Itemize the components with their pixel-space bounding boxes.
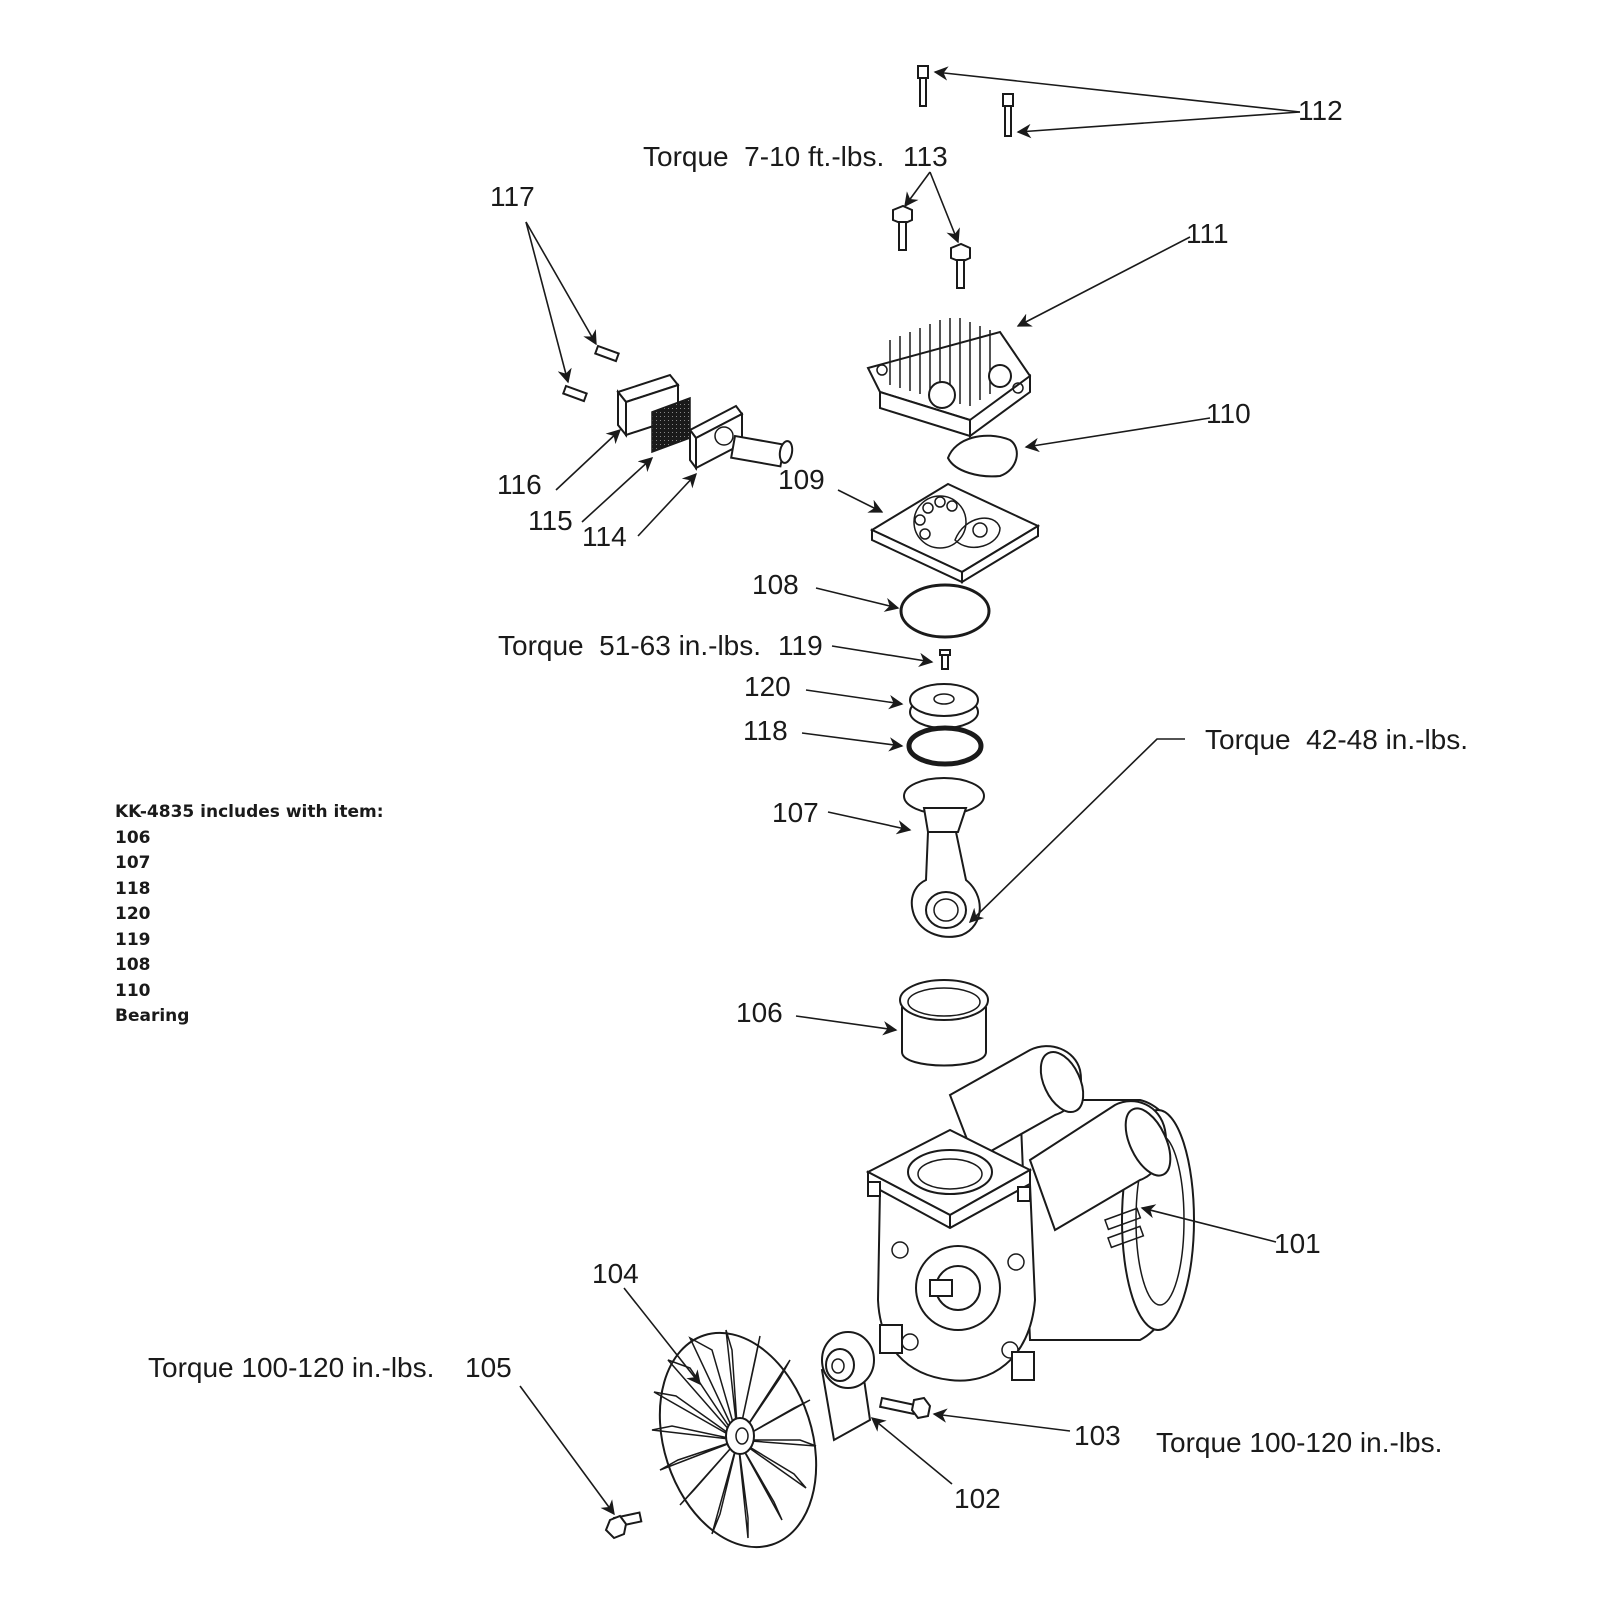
callout-109: 109 <box>778 464 825 495</box>
leader-110 <box>1024 417 1211 453</box>
torque-note-107: Torque 42-48 in.-lbs. <box>1205 724 1468 755</box>
leader-109 <box>837 489 884 513</box>
callout-106: 106 <box>736 997 783 1028</box>
callout-101: 101 <box>1274 1228 1321 1259</box>
callout-118: 118 <box>743 715 788 746</box>
kit-item: 119 <box>115 929 151 950</box>
part-118-ring <box>906 725 984 767</box>
leader-117 <box>525 221 597 384</box>
callout-113: 113 <box>903 141 948 172</box>
part-114-intake <box>688 404 794 471</box>
part-102-bracket <box>820 1331 875 1442</box>
leader-107 <box>827 811 912 835</box>
kit-item: 106 <box>115 827 151 848</box>
part-117-screws <box>561 344 620 403</box>
callout-119: 119 <box>778 630 823 661</box>
kit-item: 108 <box>115 955 151 975</box>
leader-105 <box>519 1385 615 1516</box>
kit-item: Bearing <box>115 1006 190 1026</box>
callout-104: 104 <box>592 1258 639 1289</box>
part-104-fan <box>651 1329 818 1549</box>
part-107-connecting-rod <box>903 777 985 938</box>
kit-item: 120 <box>115 904 151 924</box>
leader-101 <box>1140 1204 1277 1243</box>
leader-119 <box>831 645 934 668</box>
callout-107: 107 <box>772 797 819 828</box>
part-111-cylinder-head <box>866 318 1032 438</box>
part-113-bolts <box>892 204 971 289</box>
leader-104 <box>623 1287 701 1386</box>
torque-note-113: Torque 7-10 ft.-lbs. <box>643 141 884 172</box>
torque-note-103: Torque 100-120 in.-lbs. <box>1156 1427 1442 1458</box>
callout-102: 102 <box>954 1483 1001 1514</box>
callout-120: 120 <box>744 671 791 702</box>
leaders-114-116 <box>555 429 697 537</box>
leader-113 <box>904 171 960 244</box>
part-105-bolt <box>604 1511 643 1540</box>
leader-108 <box>815 587 900 612</box>
kit-item: 118 <box>115 878 151 899</box>
part-103-bolt <box>878 1396 932 1420</box>
callout-111: 111 <box>1186 218 1229 249</box>
part-120-retainer <box>909 683 979 729</box>
leader-106 <box>795 1015 898 1036</box>
leader-torque-107 <box>968 738 1185 924</box>
kit-heading: KK-4835 includes with item: <box>115 802 384 822</box>
callout-115: 115 <box>528 505 573 536</box>
part-112-bolts <box>917 65 1014 137</box>
part-106-sleeve <box>899 979 989 1067</box>
callout-110: 110 <box>1206 398 1251 429</box>
leader-120 <box>805 689 904 710</box>
leader-118 <box>801 732 904 752</box>
kit-item: 107 <box>115 853 151 873</box>
leader-111 <box>1016 236 1191 327</box>
kit-contents: KK-4835 includes with item: 106 107 118 … <box>115 800 384 1030</box>
part-109-valve-plate <box>869 482 1041 584</box>
torque-note-119: Torque 51-63 in.-lbs. <box>498 630 761 661</box>
part-101-crankcase-motor <box>865 1045 1195 1382</box>
torque-note-105: Torque 100-120 in.-lbs. <box>148 1352 434 1383</box>
part-110-gasket <box>946 434 1018 478</box>
callout-117: 117 <box>490 181 535 212</box>
callout-103: 103 <box>1074 1420 1121 1451</box>
callout-108: 108 <box>752 569 799 600</box>
leader-102 <box>870 1417 953 1485</box>
leader-103 <box>932 1408 1071 1432</box>
callout-112: 112 <box>1298 95 1343 126</box>
kit-item: 110 <box>115 980 151 1001</box>
callout-105: 105 <box>465 1352 512 1383</box>
part-116-cover-plate <box>616 373 680 438</box>
part-108-o-ring <box>899 583 991 639</box>
part-119-screw <box>939 649 951 670</box>
leader-112 <box>933 66 1301 139</box>
callout-114: 114 <box>582 521 627 552</box>
callout-116: 116 <box>497 469 542 500</box>
